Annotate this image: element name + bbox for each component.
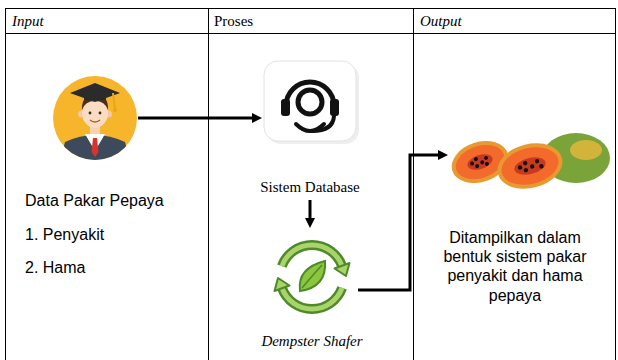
column-header: Input	[12, 12, 44, 30]
column-header: Proses	[214, 12, 253, 30]
flow-arrow	[358, 155, 444, 290]
column-header: Output	[420, 12, 462, 30]
flow-arrow	[309, 200, 312, 224]
table-grid	[5, 8, 616, 360]
input-item: 1. Penyakit	[25, 225, 104, 244]
dempster-shafer-icon	[275, 245, 350, 309]
papaya-illustration	[446, 133, 610, 195]
process-caption: Sistem Database	[260, 178, 360, 196]
expert-system-output: Ditampilkan dalam bentuk sistem pakar pe…	[448, 128, 612, 206]
method-caption: Dempster Shafer	[261, 332, 362, 350]
input-heading: Data Pakar Pepaya	[25, 191, 164, 210]
output-description: Ditampilkan dalam bentuk sistem pakar pe…	[432, 228, 598, 305]
database-icon	[264, 61, 359, 144]
dempster-shafer-process: Dempster Shafer	[266, 228, 358, 354]
expert-avatar	[53, 76, 137, 168]
expert-input: Data Pakar Pepaya1. Penyakit2. Hama	[52, 76, 138, 160]
flow-arrow	[138, 117, 258, 120]
database-process: Sistem Database	[262, 61, 358, 200]
input-item: 2. Hama	[25, 258, 85, 277]
